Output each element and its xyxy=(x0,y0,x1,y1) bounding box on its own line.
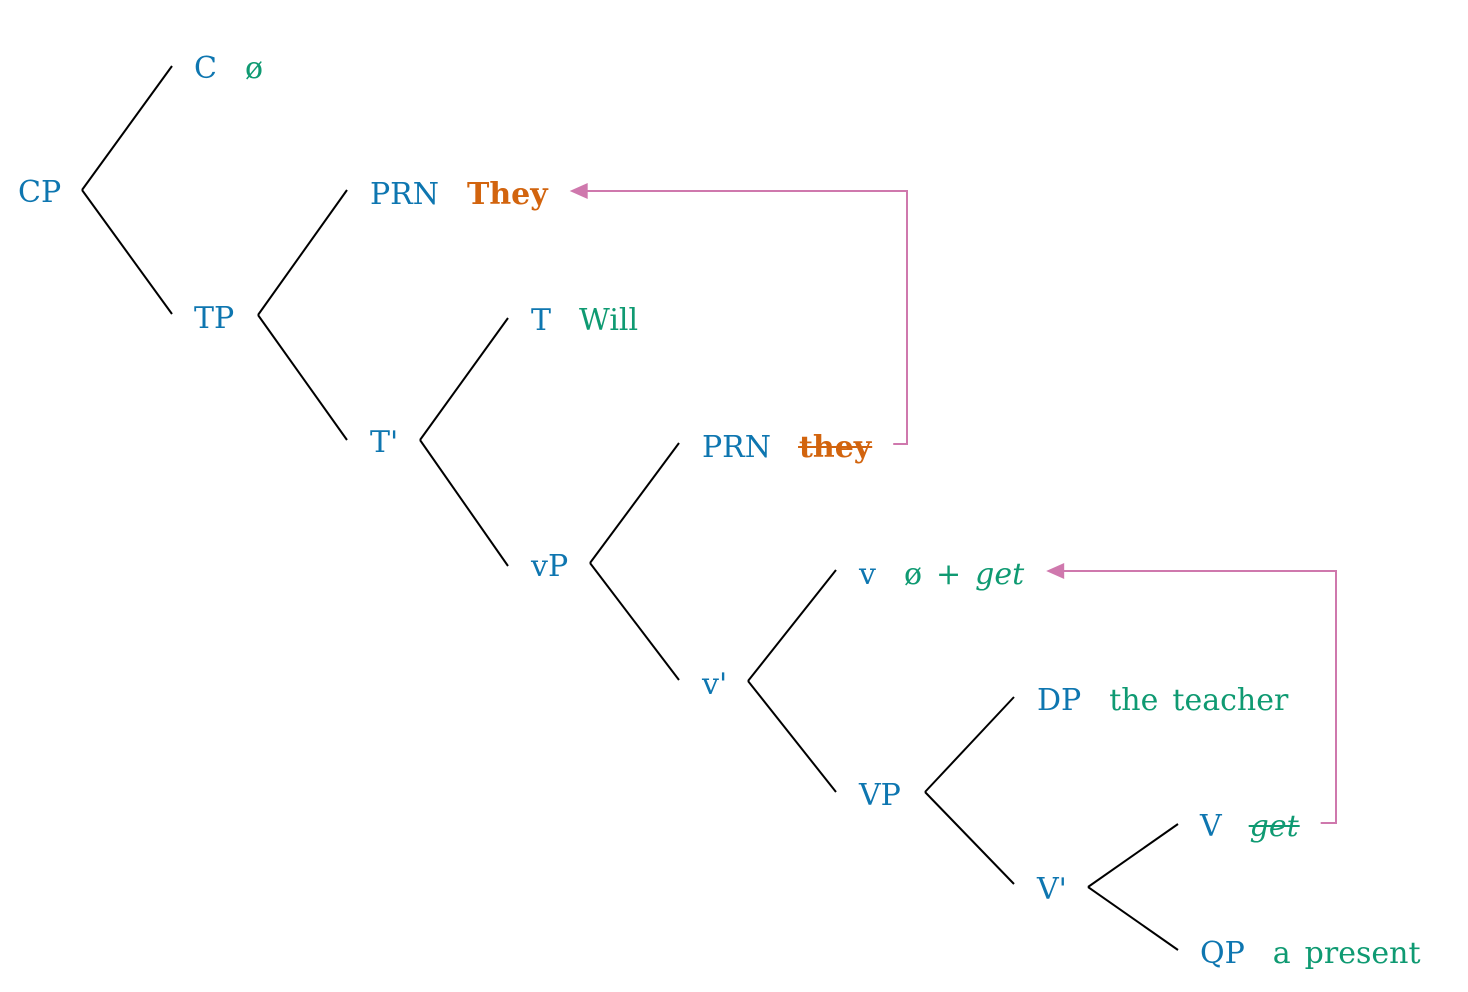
terminal-word: get xyxy=(975,557,1025,592)
node-label: T' xyxy=(370,425,398,460)
branch-vbar-to-v xyxy=(747,569,837,682)
node-t: T Will xyxy=(531,303,638,338)
node-label: T xyxy=(531,303,551,338)
node-vp: VP xyxy=(858,778,901,813)
node-tp: TP xyxy=(194,301,234,336)
node-label: V' xyxy=(1036,872,1067,907)
terminal-word: They xyxy=(467,177,549,212)
node-label: PRN xyxy=(702,430,771,465)
node-vbar: V' xyxy=(1036,872,1067,907)
branch-vp-to-prn2 xyxy=(589,442,680,564)
node-label: QP xyxy=(1200,936,1245,971)
branch-vp-to-vbar xyxy=(589,562,680,681)
arrowhead-icon xyxy=(1046,563,1065,579)
terminal-word: a xyxy=(1273,936,1291,971)
terminal-word: ø xyxy=(245,51,263,86)
node-vbar: v' xyxy=(701,667,727,702)
node-label: V xyxy=(1199,809,1223,844)
branch-cp-to-tp xyxy=(81,189,173,315)
branch-tp-to-prn1 xyxy=(257,189,348,316)
node-label: vP xyxy=(530,549,568,584)
branch-cp-to-c xyxy=(81,65,173,191)
branch-vbar-to-v xyxy=(1087,823,1179,888)
node-vp: vP xyxy=(530,549,568,584)
node-label: VP xyxy=(858,778,901,813)
node-label: v xyxy=(858,557,876,592)
node-cp: CP xyxy=(18,175,61,210)
terminal-word: present xyxy=(1305,936,1421,971)
node-dp: DP the teacher xyxy=(1037,683,1289,718)
branch-vbar-to-qp xyxy=(1087,886,1179,951)
movement-arrow-2 xyxy=(1060,570,1337,824)
terminal-word: ø xyxy=(904,557,922,592)
terminal-word: teacher xyxy=(1172,683,1289,718)
branch-vp-to-vbar xyxy=(924,791,1015,885)
movement-arrow-1 xyxy=(583,190,908,445)
branch-vbar-to-vp xyxy=(747,680,837,793)
terminal-word: Will xyxy=(579,303,638,338)
branch-tp-to-tbar xyxy=(257,314,348,441)
branch-tbar-to-t xyxy=(419,317,509,441)
movement-arrows xyxy=(569,183,1337,824)
terminal-word: the xyxy=(1109,683,1158,718)
node-label: DP xyxy=(1037,683,1081,718)
tree-branches xyxy=(81,65,1179,951)
node-label: v' xyxy=(701,667,727,702)
branch-tbar-to-vp xyxy=(419,439,509,567)
node-prn1: PRN They xyxy=(370,177,549,212)
arrowhead-icon xyxy=(569,183,588,199)
node-label: C xyxy=(194,51,217,86)
branch-vp-to-dp xyxy=(924,696,1015,793)
node-qp: QP a present xyxy=(1200,936,1421,971)
node-tbar: T' xyxy=(370,425,398,460)
node-label: PRN xyxy=(370,177,439,212)
node-label: CP xyxy=(18,175,61,210)
terminal-word: + xyxy=(936,557,961,592)
node-label: TP xyxy=(194,301,234,336)
